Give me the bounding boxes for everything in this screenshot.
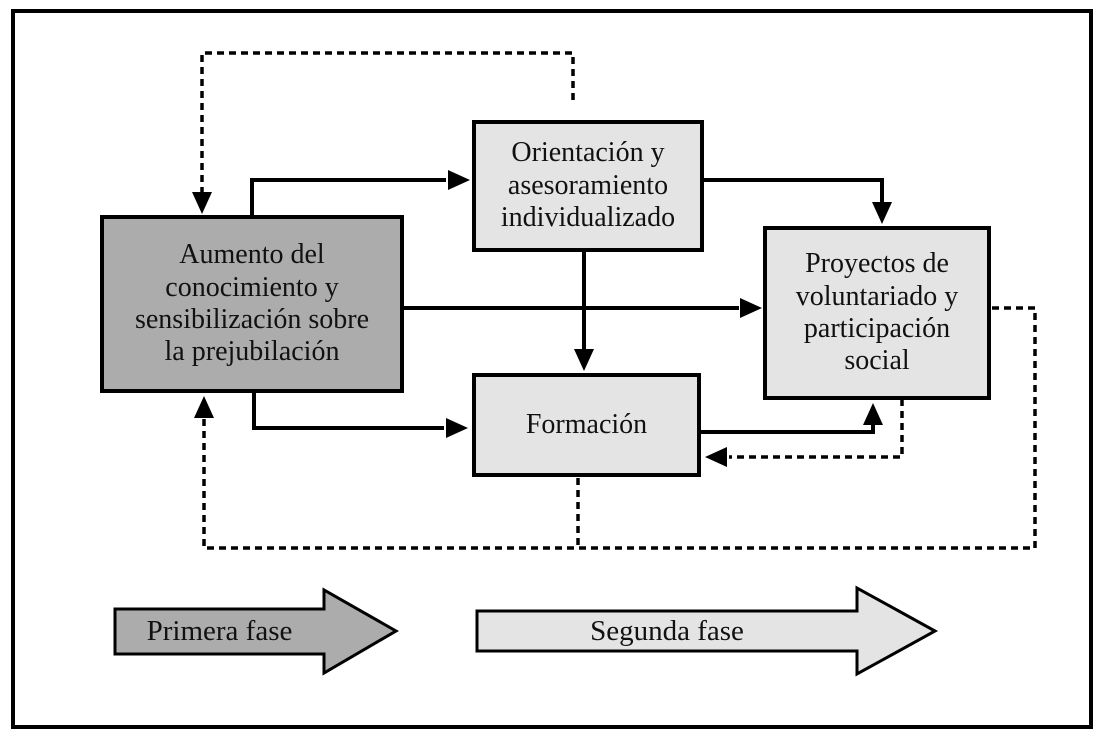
arrowhead-up-aumento-bottom bbox=[194, 396, 214, 418]
box-orientacion-asesoramiento: Orientación y asesoramiento individualiz… bbox=[472, 120, 704, 252]
box-formacion: Formación bbox=[472, 373, 701, 477]
arrow-orientacion-to-proyectos bbox=[701, 178, 884, 203]
dashed-arrow-orientacion-to-aumento bbox=[200, 51, 575, 193]
arrowhead-down-formacion bbox=[574, 349, 594, 371]
dashed-arrow-proyectos-to-formacion bbox=[729, 399, 904, 459]
arrowhead-down-aumento-top bbox=[192, 192, 212, 214]
arrow-aumento-to-orientacion bbox=[250, 178, 446, 216]
arrow-formacion-to-proyectos bbox=[699, 425, 875, 434]
arrow-aumento-to-formacion bbox=[252, 391, 444, 430]
primera-fase-label: Primera fase bbox=[146, 615, 293, 647]
arrowhead-right-orientacion bbox=[448, 170, 470, 190]
arrowhead-down-proyectos bbox=[872, 202, 892, 224]
arrowhead-up-proyectos bbox=[863, 403, 883, 425]
arrowhead-left-formacion bbox=[705, 447, 727, 467]
arrowhead-right-proyectos bbox=[740, 298, 762, 318]
box-proyectos-voluntariado: Proyectos de voluntariado y participació… bbox=[763, 226, 991, 400]
segunda-fase-block-arrow bbox=[475, 585, 939, 677]
dashed-loop-proyectos-to-aumento bbox=[202, 306, 1037, 550]
primera-fase-block-arrow bbox=[113, 587, 400, 676]
box-aumento-conocimiento: Aumento del conocimiento y sensibilizaci… bbox=[100, 215, 404, 393]
segunda-fase-label: Segunda fase bbox=[590, 614, 744, 647]
arrowhead-right-formacion bbox=[446, 418, 468, 438]
